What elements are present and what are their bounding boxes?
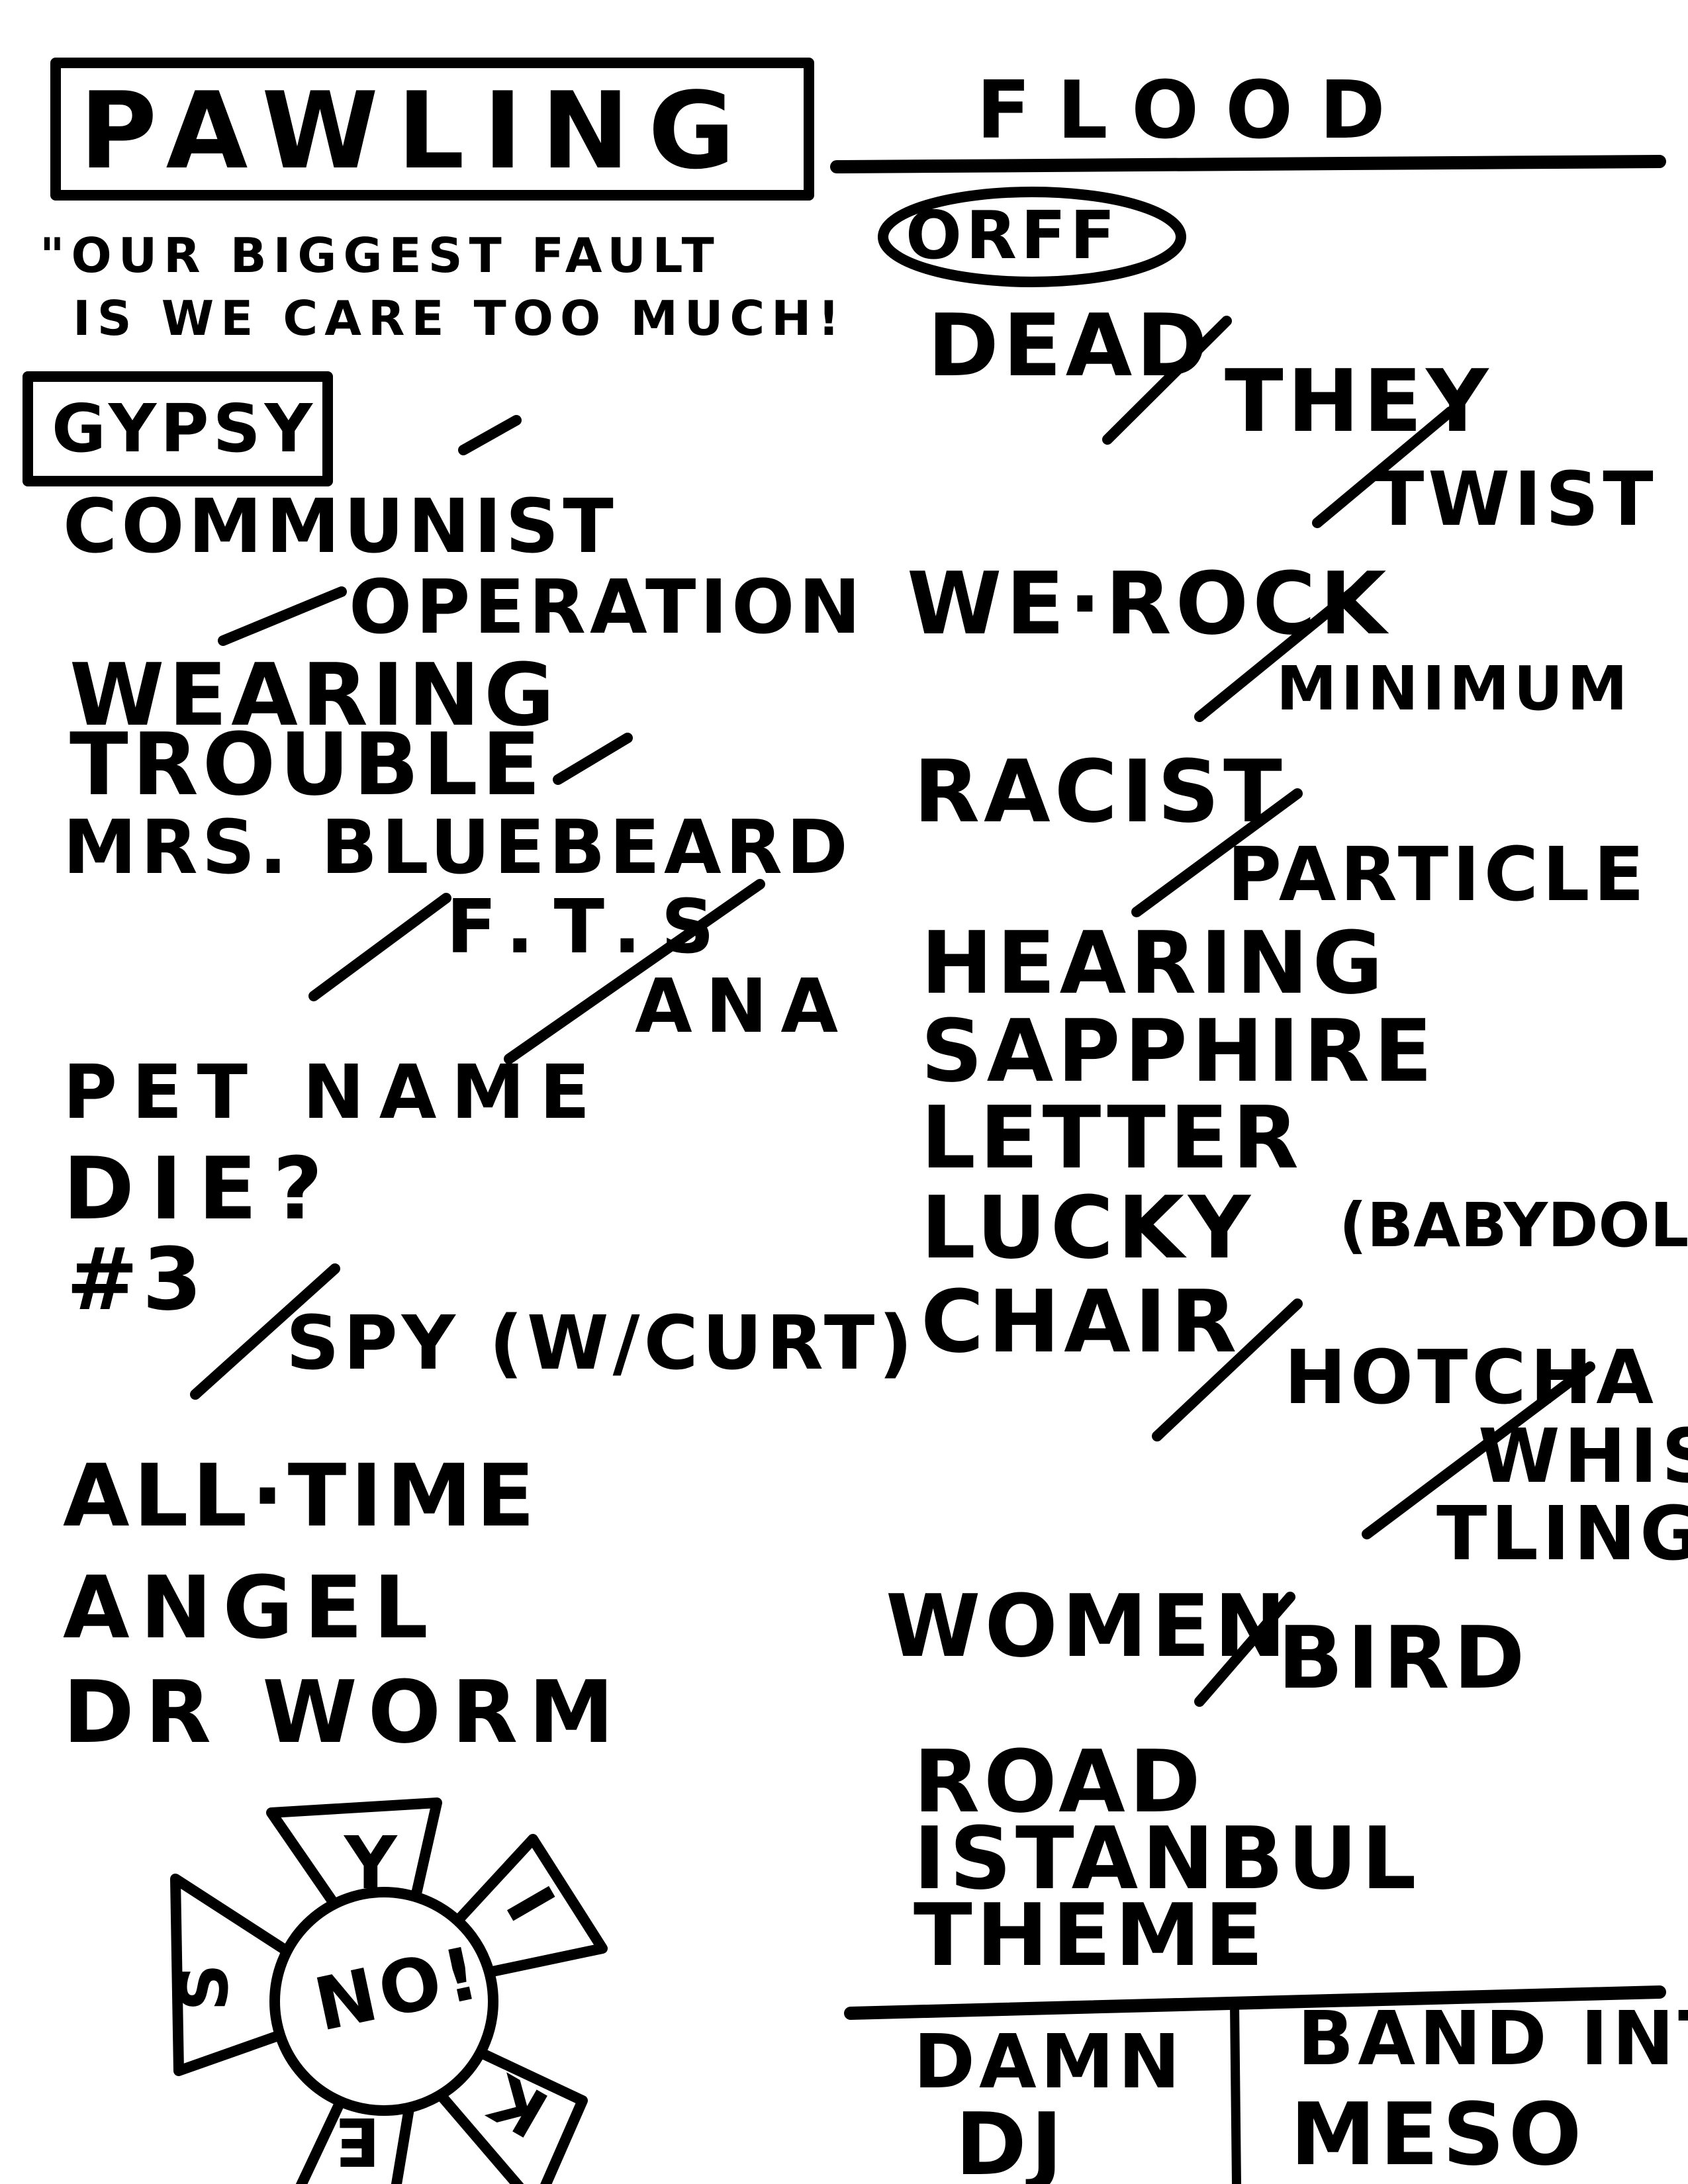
song: WHIS — [1478, 1414, 1688, 1500]
quote-line-1: "OUR BIGGEST FAULT — [40, 228, 721, 283]
song: OPERATION — [349, 565, 865, 651]
flower-center — [269, 1887, 498, 2116]
song: WEARING — [70, 645, 559, 745]
song: TROUBLE — [70, 714, 545, 815]
song: THEY — [1225, 351, 1493, 451]
song: TLING — [1436, 1491, 1688, 1577]
song: SAPPHIRE — [921, 1001, 1436, 1101]
song: MRS. BLUEBEARD — [63, 805, 852, 891]
song: MINIMUM — [1276, 653, 1632, 724]
song: CHAIR — [921, 1271, 1241, 1372]
gypsy-box — [23, 371, 333, 486]
pawling-box — [50, 58, 814, 201]
footer-left-line: DAMN — [914, 2019, 1184, 2105]
song: (BABYDOLL — [1339, 1190, 1688, 1261]
song: TWIST — [1374, 457, 1658, 543]
flower-drawing — [170, 1797, 608, 2184]
song: THEME — [914, 1885, 1268, 1985]
song: ANA — [635, 964, 852, 1050]
footer-vertical-divider — [1230, 2001, 1241, 2184]
petal-letter: Y — [344, 1821, 401, 1905]
song: ANGEL — [63, 1557, 439, 1658]
song: PARTICLE — [1227, 832, 1648, 918]
song: ISTANBUL — [914, 1808, 1421, 1909]
song: SPY (W/CURT) — [286, 1300, 917, 1387]
song: BIRD — [1278, 1608, 1529, 1708]
song: WOMEN — [886, 1576, 1290, 1676]
right-set-label: ORFF — [906, 197, 1119, 274]
footer-left-line: DJ — [955, 2094, 1067, 2184]
orff-oval — [878, 187, 1186, 287]
song: HEARING — [921, 913, 1387, 1013]
song: F.T.S — [446, 884, 735, 970]
petal-letter: S — [165, 1959, 244, 2012]
flood-underline — [830, 155, 1666, 173]
song: LETTER — [921, 1087, 1303, 1188]
song: DR WORM — [63, 1662, 625, 1762]
song: RACIST — [914, 741, 1286, 842]
footer-divider — [844, 1985, 1666, 2020]
song: ALL·TIME — [63, 1445, 539, 1546]
song: ROAD — [914, 1731, 1205, 1832]
song: HOTCHA — [1284, 1335, 1658, 1421]
quote-line-2: IS WE CARE TOO MUCH! — [73, 291, 847, 346]
footer-right-line: MESO — [1290, 2084, 1586, 2184]
band-name-left: PAWLING — [79, 69, 754, 193]
song: LUCKY — [921, 1177, 1255, 1278]
song: WE·ROCK — [907, 553, 1391, 654]
petal-letter: E — [331, 2103, 381, 2180]
song: COMMUNIST — [63, 484, 618, 570]
segue-slashes — [190, 316, 1595, 1707]
song: DEAD — [927, 295, 1212, 396]
left-set-label: GYPSY — [52, 390, 317, 467]
band-name-right: FLOOD — [976, 65, 1412, 157]
song: PET NAME — [63, 1050, 605, 1136]
song: #3 — [66, 1229, 207, 1330]
footer-right-line: BAND INTER — [1297, 1996, 1688, 2082]
song: DIE? — [63, 1138, 339, 1239]
